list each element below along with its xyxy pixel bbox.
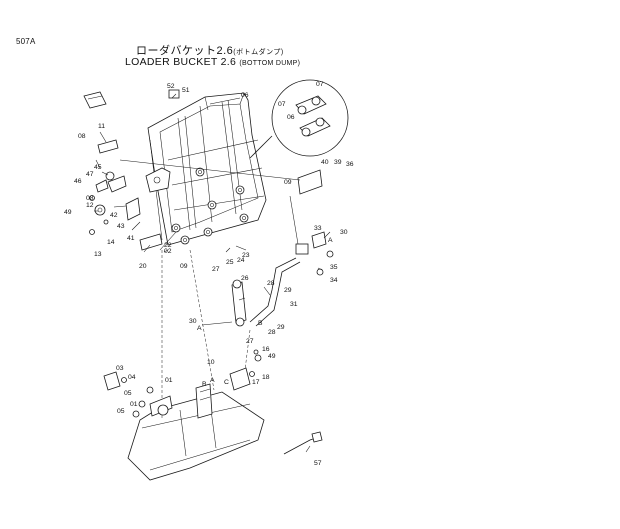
callout: 49 (268, 353, 276, 360)
callout: 29 (277, 324, 285, 331)
callout: 51 (182, 87, 190, 94)
cover-plate (297, 169, 323, 195)
callout: 07 (278, 101, 286, 108)
hydraulic-cylinder (231, 279, 247, 327)
callout: 43 (117, 223, 125, 230)
left-parts (89, 139, 163, 251)
callout: 14 (107, 239, 115, 246)
callout: 27 (246, 338, 254, 345)
callout: 49 (64, 209, 72, 216)
callout: 36 (346, 161, 354, 168)
callout: 18 (262, 374, 270, 381)
callout: 07 (316, 81, 324, 88)
callout: 25 (226, 259, 234, 266)
callout: 46 (74, 178, 82, 185)
callout: 40 (321, 159, 329, 166)
callout: B (202, 381, 207, 388)
callout: A (210, 377, 215, 384)
callout: 05 (124, 390, 132, 397)
callout: 33 (314, 225, 322, 232)
callout: A (328, 237, 333, 244)
callout: 06 (241, 92, 249, 99)
title-english-main: LOADER BUCKET 2.6 (125, 56, 237, 68)
callout: 17 (252, 379, 260, 386)
callout: 06 (287, 114, 295, 121)
callout: 09 (180, 263, 188, 270)
callout: 35 (330, 264, 338, 271)
callout: 57 (314, 460, 322, 467)
lower-small-parts (103, 349, 262, 418)
callout: 05 (117, 408, 125, 415)
page-code: 507A (16, 37, 36, 46)
callout: 28 (268, 329, 276, 336)
callout: 26 (241, 275, 249, 282)
callout: B (258, 320, 263, 327)
leader-lines (94, 93, 331, 420)
callout: 11 (98, 123, 105, 130)
callout: 31 (290, 301, 298, 308)
callout: 03 (116, 365, 124, 372)
callout: 24 (237, 257, 245, 264)
callout: 27 (212, 266, 220, 273)
lower-bucket (127, 367, 265, 481)
callout: 39 (334, 159, 342, 166)
title-english: LOADER BUCKET 2.6 (BOTTOM DUMP) (125, 56, 300, 68)
callout: 10 (207, 359, 215, 366)
callout: 28 (267, 280, 275, 287)
callout: 01 (130, 401, 138, 408)
title-japanese-main: ローダバケット2.6 (136, 45, 234, 57)
callout: 30 (340, 229, 348, 236)
callout: 47 (86, 171, 94, 178)
callout: 34 (330, 277, 338, 284)
callout-labels: 52 51 06 07 07 06 11 08 40 39 36 45 47 4… (64, 81, 354, 467)
title-english-sub: (BOTTOM DUMP) (239, 60, 301, 67)
callout: 13 (94, 251, 102, 258)
side-bracket (145, 167, 171, 193)
callout: 20 (139, 263, 147, 270)
callout: 02 (164, 248, 172, 255)
callout: 12 (86, 202, 94, 209)
callout: 08 (78, 133, 86, 140)
callout: 45 (94, 164, 102, 171)
release-lever (283, 431, 323, 455)
wear-plate (83, 91, 107, 109)
callout: 09 (284, 179, 292, 186)
callout: 22 (164, 242, 172, 249)
bucket-frame (147, 89, 267, 246)
title-japanese: ローダバケット2.6(ボトムダンプ) (136, 42, 284, 58)
title-japanese-sub: (ボトムダンプ) (233, 49, 284, 56)
callout: 16 (262, 346, 270, 353)
callout: 41 (127, 235, 135, 242)
callout: 01 (165, 377, 173, 384)
callout: 52 (167, 83, 175, 90)
hydraulic-hoses (249, 231, 334, 327)
callout: C (224, 379, 229, 386)
detail-circle (249, 79, 349, 159)
callout: 42 (110, 212, 118, 219)
hinge-bosses (171, 167, 249, 245)
callout: A (197, 325, 202, 332)
callout: 23 (242, 252, 250, 259)
callout: 29 (284, 287, 292, 294)
callout: 04 (128, 374, 136, 381)
callout: 08 (86, 195, 94, 202)
callout: 30 (189, 318, 197, 325)
